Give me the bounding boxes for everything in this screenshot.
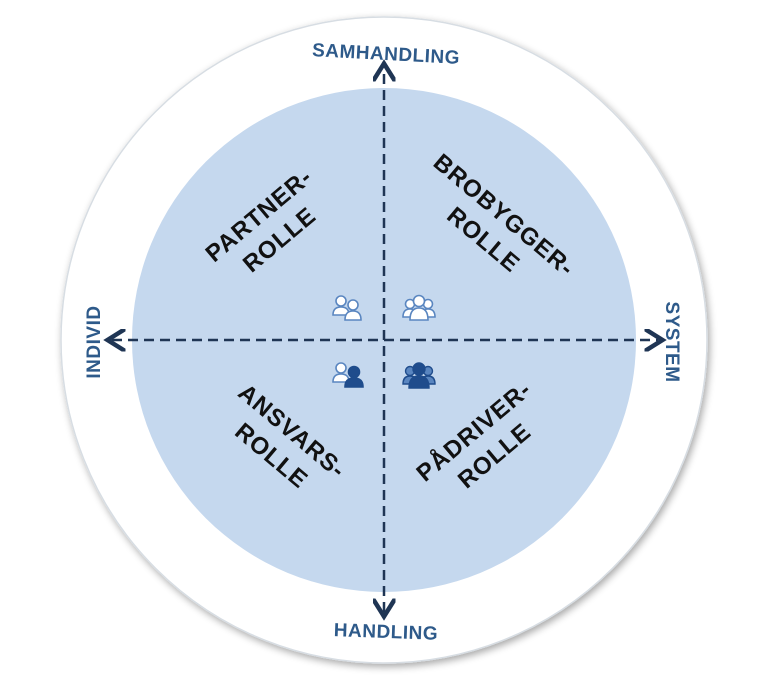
- axis-label-bottom: HANDLING: [334, 620, 439, 645]
- two-people-outline-icon: [332, 295, 362, 321]
- three-people-outline-icon: [402, 294, 436, 321]
- two-people-one-filled-icon: [332, 362, 364, 388]
- axis-label-right: SYSTEM: [661, 301, 682, 382]
- axis-label-left: INDIVID: [84, 305, 105, 378]
- group-filled-icon: [402, 362, 436, 389]
